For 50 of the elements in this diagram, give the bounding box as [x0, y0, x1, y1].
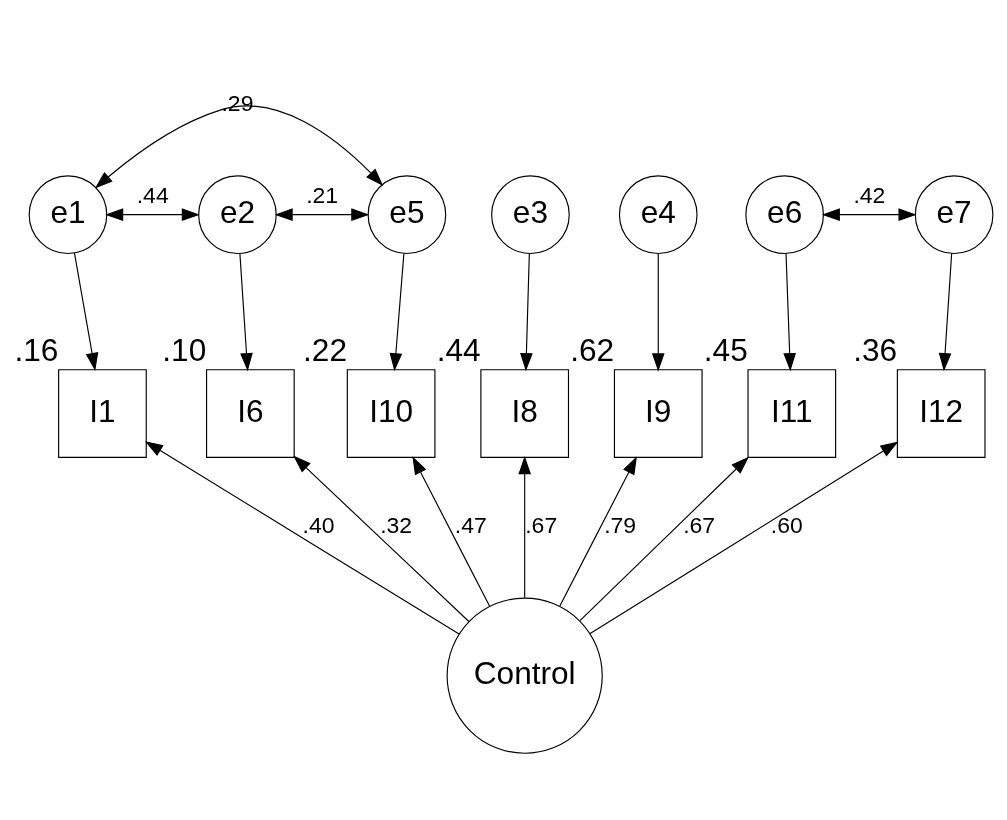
arrow — [821, 208, 917, 221]
node-label: .16 — [14, 331, 59, 368]
node-circle: e4 — [618, 175, 698, 255]
node-label: .22 — [303, 331, 347, 368]
node-box: I1 — [58, 369, 147, 458]
arrow — [389, 252, 405, 372]
arrow — [559, 456, 637, 607]
edge-label: .60 — [770, 512, 803, 539]
edge-label: .42 — [853, 181, 886, 208]
node-circle: e6 — [745, 175, 824, 255]
node-box: I6 — [206, 369, 295, 458]
edge-label: .47 — [454, 512, 487, 539]
node-label: .44 — [436, 331, 481, 368]
arrow — [651, 253, 665, 372]
node-box: I8 — [480, 369, 570, 458]
arrow — [783, 252, 796, 372]
edge-label: .67 — [683, 512, 716, 539]
arrow — [520, 252, 533, 372]
arrow — [144, 441, 460, 635]
node-circle: e1 — [28, 175, 108, 255]
node-circle: e3 — [491, 175, 570, 255]
node-box: I9 — [613, 369, 703, 458]
arrow — [274, 208, 370, 221]
arrow — [589, 441, 899, 635]
edge-label: .32 — [380, 512, 413, 539]
edge-label: .79 — [604, 512, 637, 539]
edge-label: .40 — [302, 512, 335, 539]
node-box: I10 — [346, 369, 436, 458]
arrow — [94, 105, 384, 189]
edge-label: .67 — [525, 512, 558, 539]
arrow — [239, 252, 253, 372]
node-label: .45 — [703, 331, 748, 368]
node-circle: Control — [446, 597, 603, 754]
arrow — [938, 252, 953, 372]
arrow — [579, 456, 749, 622]
edge-label: .44 — [136, 181, 169, 208]
arrow — [412, 456, 491, 607]
edge-label: .21 — [306, 181, 339, 208]
node-circle: e2 — [198, 175, 277, 255]
arrow — [105, 208, 200, 221]
arrow — [293, 455, 470, 623]
node-box: I11 — [747, 369, 837, 458]
node-label: .62 — [570, 331, 615, 368]
arrow — [73, 252, 99, 371]
arrow — [518, 456, 532, 599]
node-circle: e5 — [367, 175, 447, 255]
node-label: .36 — [853, 331, 898, 368]
node-circle: e7 — [914, 175, 994, 255]
node-label: .10 — [162, 331, 207, 368]
node-box: I12 — [896, 369, 986, 458]
